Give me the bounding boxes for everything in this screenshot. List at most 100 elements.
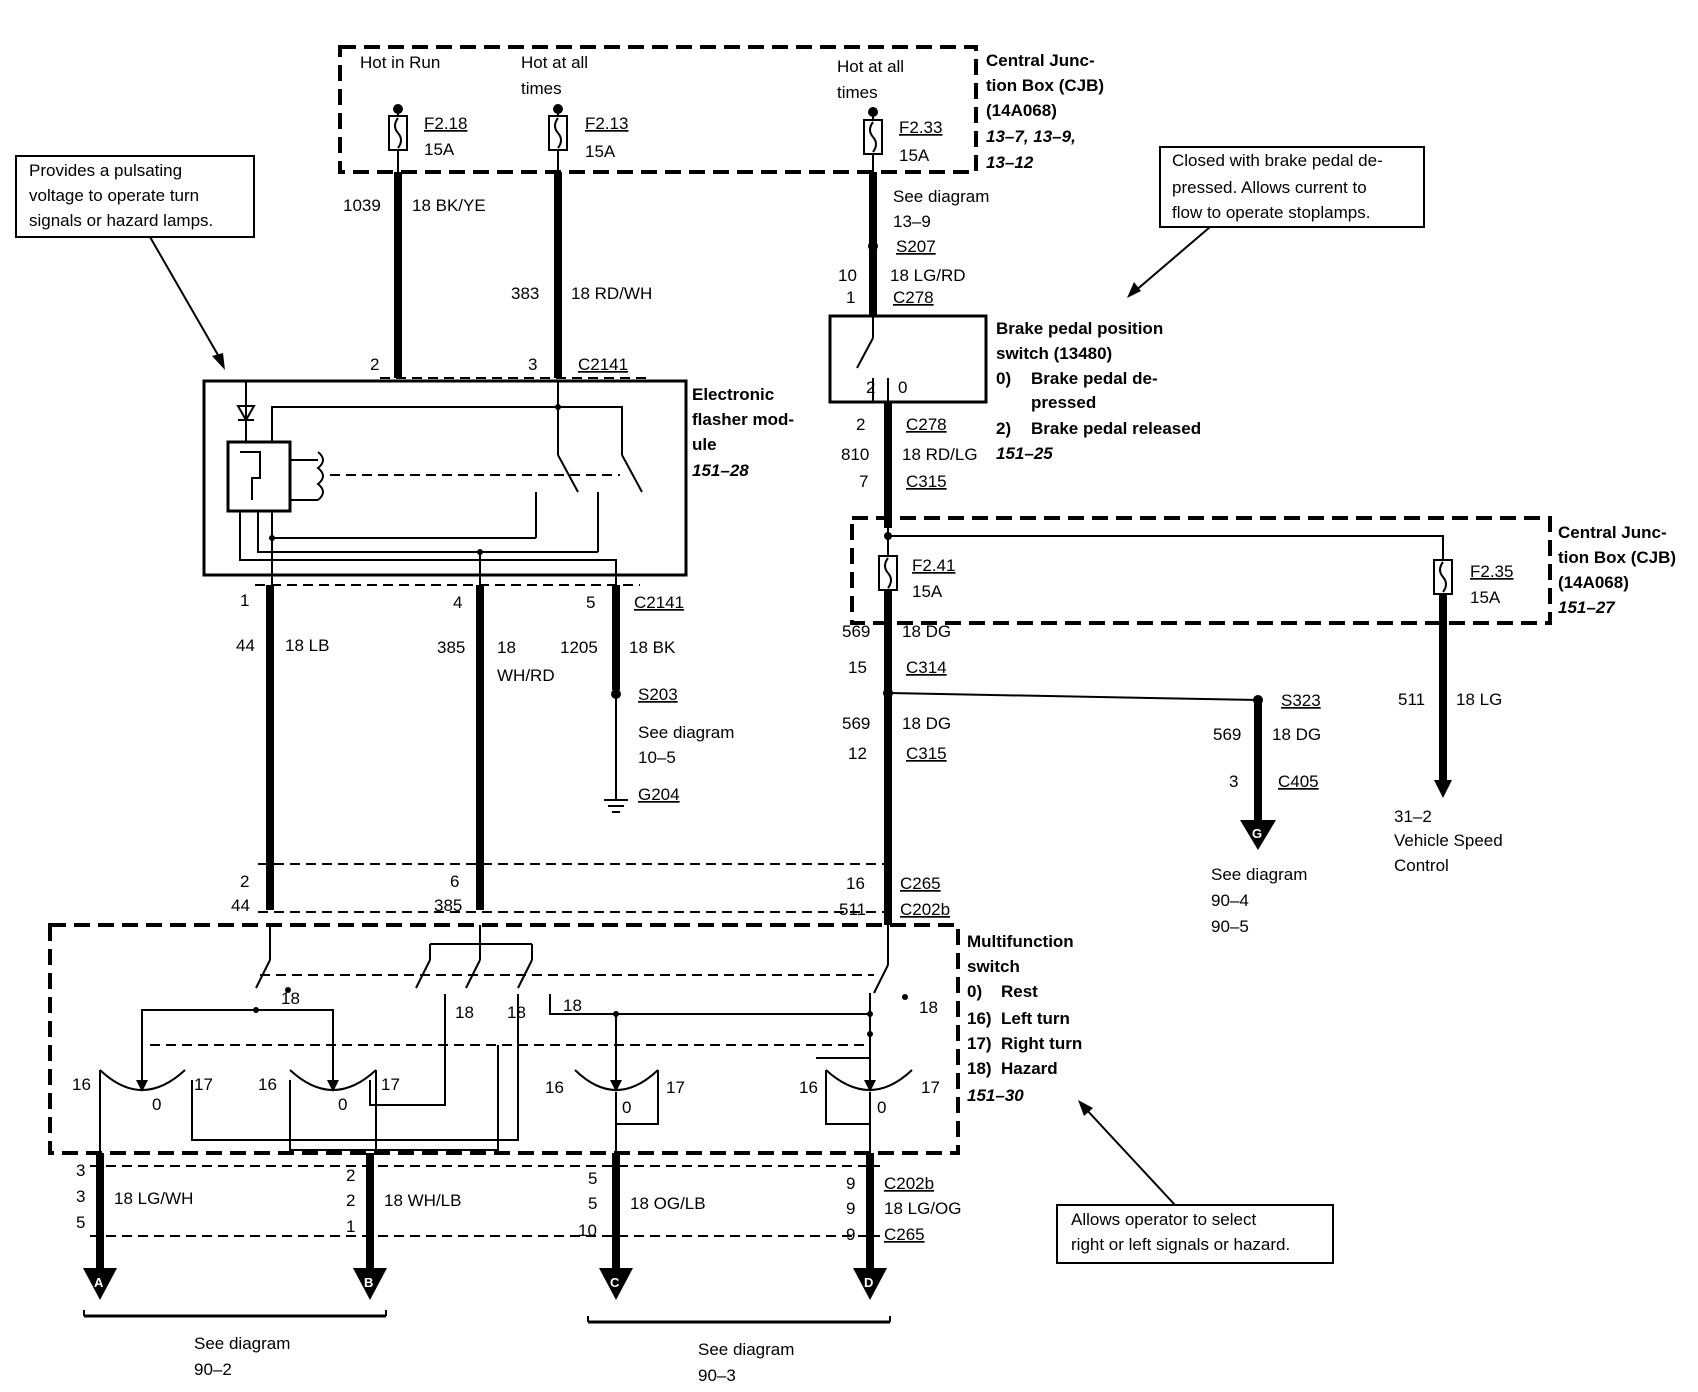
see-90-3-line1: See diagram [698, 1340, 794, 1359]
mfs-n17-3: 17 [666, 1078, 685, 1097]
brake-switch-border [828, 314, 988, 404]
hot-all-times-1-line1: Hot at all [521, 53, 588, 72]
note-brake: Closed with brake pedal de- pressed. All… [1127, 146, 1425, 298]
pin-j2: 2 [240, 872, 249, 891]
wire-44-gauge: 18 LB [285, 636, 329, 655]
wire-10-gauge: 18 LG/RD [890, 266, 966, 285]
cjb-top-ref-2: 13–12 [986, 153, 1034, 172]
connector-c315-bottom: C315 [906, 744, 947, 763]
pin-c3: 10 [578, 1221, 597, 1240]
wire-44-circuit: 44 [236, 636, 255, 655]
brake-switch-pos2-text: Brake pedal released [1031, 419, 1201, 438]
mfs-legend-0-key: 0) [967, 982, 982, 1001]
pin-c1: 5 [588, 1169, 597, 1188]
pin-d2: 9 [846, 1199, 855, 1218]
pin-b2: 2 [346, 1191, 355, 1210]
mfs-legend-2-key: 17) [967, 1034, 992, 1053]
connector-c278-top: C278 [893, 288, 934, 307]
pin-j511: 511 [839, 900, 866, 919]
mfs-n17-1: 17 [194, 1075, 213, 1094]
hot-in-run-label: Hot in Run [360, 53, 440, 72]
mfs-title-2: switch [967, 957, 1020, 976]
cjb-mid: F2.41 15A F2.35 15A [850, 516, 1552, 625]
wire-383-gauge: 18 RD/WH [571, 284, 652, 303]
pin-3: 3 [528, 355, 537, 374]
pin-7: 7 [859, 472, 868, 491]
pin-2-c278: 2 [856, 415, 865, 434]
fuse-f2-41-icon [878, 536, 898, 591]
see-90-3-line2: 90–3 [698, 1366, 736, 1385]
brake-pedal-switch: 2 0 [828, 314, 988, 404]
mfs-n0-3: 0 [622, 1098, 631, 1117]
terminal-g-label: G [1252, 826, 1262, 841]
pin-3-c405: 3 [1229, 772, 1238, 791]
arrow-down-icon [1434, 780, 1452, 798]
brake-switch-pin2: 2 [866, 378, 875, 397]
note-brake-line1: Closed with brake pedal de- [1172, 151, 1383, 170]
mfs-legend-3-key: 18) [967, 1059, 992, 1078]
mfs-n18-4: 18 [563, 996, 582, 1015]
see-31-2-line1: 31–2 [1394, 807, 1432, 826]
mfs-n17-4: 17 [921, 1078, 940, 1097]
see-10-5-line2: 10–5 [638, 748, 676, 767]
pin-j385: 385 [434, 896, 462, 915]
fuse-f2-33-amp: 15A [899, 146, 930, 165]
note-multi-line1: Allows operator to select [1071, 1210, 1256, 1229]
arrow-icon [1078, 1100, 1093, 1116]
mfs-n18-3: 18 [507, 1003, 526, 1022]
hot-all-times-2-line1: Hot at all [837, 57, 904, 76]
multifunction-switch [48, 923, 960, 1155]
see-10-5-line1: See diagram [638, 723, 734, 742]
cjb-mid-title-3: (14A068) [1558, 573, 1629, 592]
connector-c202b-bottom: C202b [884, 1174, 934, 1193]
pin-12: 12 [848, 744, 867, 763]
fuse-f2-13-amp: 15A [585, 142, 616, 161]
brake-switch-ref: 151–25 [996, 444, 1053, 463]
mfs-legend-1-key: 16) [967, 1009, 992, 1028]
fuse-f2-35-id: F2.35 [1470, 562, 1513, 581]
mfs-n18-5: 18 [919, 998, 938, 1017]
brake-switch-title-2: switch (13480) [996, 344, 1112, 363]
terminal-c-icon [599, 1268, 633, 1300]
fuse-f2-13-id: F2.13 [585, 114, 628, 133]
see-31-2-line2: Vehicle Speed [1394, 831, 1503, 850]
wire-511-circuit: 511 [1398, 690, 1425, 709]
terminal-b: B [353, 1268, 387, 1300]
wire-569c-gauge: 18 DG [1272, 725, 1321, 744]
fuse-f2-41-id: F2.41 [912, 556, 955, 575]
mfs-n16-4: 16 [799, 1078, 818, 1097]
mfs-n18-2: 18 [455, 1003, 474, 1022]
pin-d3: 9 [846, 1225, 855, 1244]
see-13-9-line2: 13–9 [893, 212, 931, 231]
pin-1-c278: 1 [846, 288, 855, 307]
see-90-4-line2: 90–4 [1211, 891, 1249, 910]
cjb-mid-title-2: tion Box (CJB) [1558, 548, 1676, 567]
see-90-2-line2: 90–2 [194, 1360, 232, 1379]
wire-810-gauge: 18 RD/LG [902, 445, 978, 464]
terminal-a-label: A [94, 1275, 104, 1290]
mfs-n17-2: 17 [381, 1075, 400, 1094]
cjb-top-title-1: Central Junc- [986, 51, 1095, 70]
connector-c2141-top: C2141 [578, 355, 628, 374]
see-31-2-line3: Control [1394, 856, 1449, 875]
see-13-9-line1: See diagram [893, 187, 989, 206]
wire-385-gauge-2: WH/RD [497, 666, 555, 685]
note-brake-line3: flow to operate stoplamps. [1172, 203, 1370, 222]
mfs-n16-1: 16 [72, 1075, 91, 1094]
note-flasher-line3: signals or hazard lamps. [29, 211, 213, 230]
terminal-g-icon [1240, 820, 1276, 850]
multifunction-switch-border [48, 923, 960, 1155]
fuse-f2-18-amp: 15A [424, 140, 455, 159]
flasher-title-3: ule [692, 435, 717, 454]
connector-c278-bottom: C278 [906, 415, 947, 434]
note-brake-line2: pressed. Allows current to [1172, 178, 1367, 197]
brake-switch-title-1: Brake pedal position [996, 319, 1163, 338]
brake-switch-pos0-line2: pressed [1031, 393, 1096, 412]
see-90-2-line1: See diagram [194, 1334, 290, 1353]
terminal-c: C [599, 1268, 633, 1300]
pin-b3: 1 [346, 1217, 355, 1236]
arrow-icon [212, 353, 225, 370]
note-multi: Allows operator to select right or left … [1056, 1100, 1334, 1264]
pin-4: 4 [453, 593, 462, 612]
cjb-top-title-3: (14A068) [986, 101, 1057, 120]
